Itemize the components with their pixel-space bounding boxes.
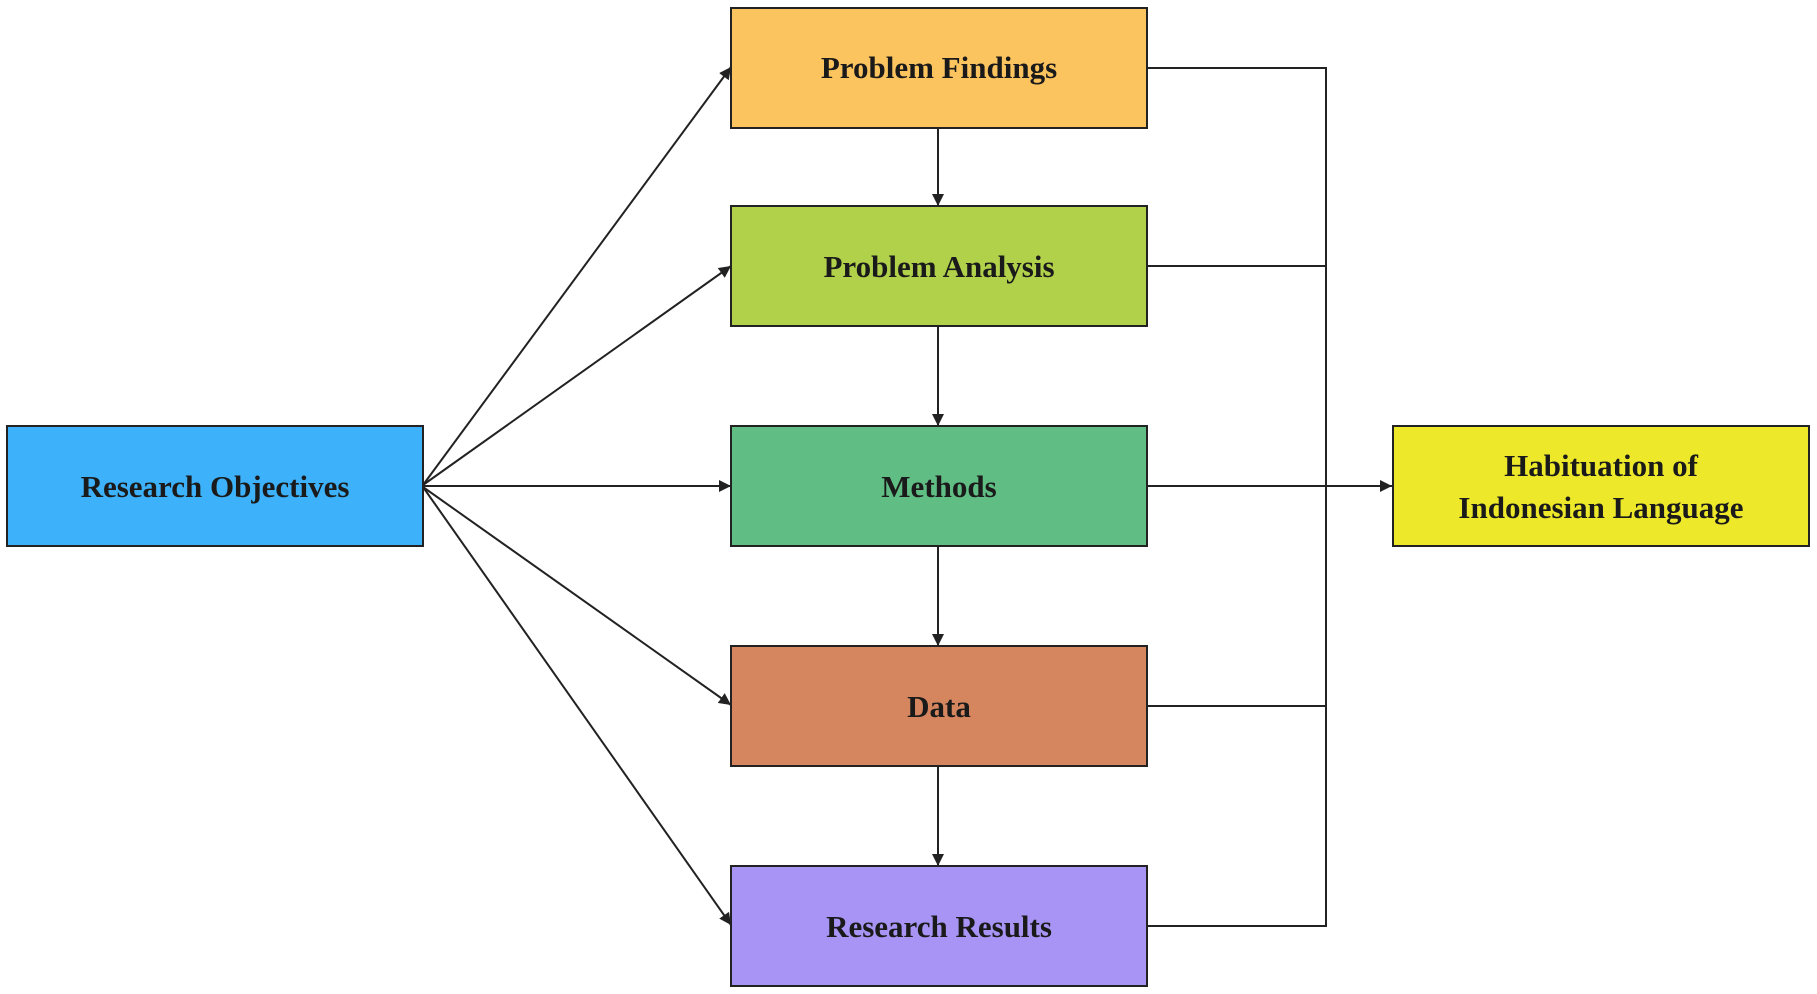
node-problem-analysis: Problem Analysis [730,205,1148,327]
node-label-research-objectives: Research Objectives [81,469,350,504]
collector-edges [1147,67,1392,927]
node-box [730,205,1148,327]
node-box [730,645,1148,767]
node-box [730,865,1148,987]
edge-objectives-to-analysis [422,265,732,486]
node-label-habituation-line1: Habituation of [1504,448,1698,483]
node-data: Data [730,645,1148,767]
node-label-data: Data [907,689,971,724]
node-research-results: Research Results [730,865,1148,987]
node-box [730,7,1148,129]
edge-findings-to-collector [1147,67,1327,927]
edge-objectives-to-data [422,486,732,706]
node-box [730,425,1148,547]
node-label-methods: Methods [881,469,996,504]
node-research-objectives: Research Objectives [6,425,424,547]
node-label-problem-findings: Problem Findings [821,50,1057,85]
edge-objectives-to-findings [422,66,732,486]
objective-edges [422,66,732,926]
node-box [6,425,424,547]
edge-objectives-to-results [422,486,732,926]
node-label-research-results: Research Results [826,909,1052,944]
node-methods: Methods [730,425,1148,547]
node-label-habituation-line2: Indonesian Language [1458,490,1743,525]
node-problem-findings: Problem Findings [730,7,1148,129]
node-label-problem-analysis: Problem Analysis [823,249,1054,284]
node-habituation: Habituation of Indonesian Language [1392,425,1810,547]
node-box [1392,425,1810,547]
